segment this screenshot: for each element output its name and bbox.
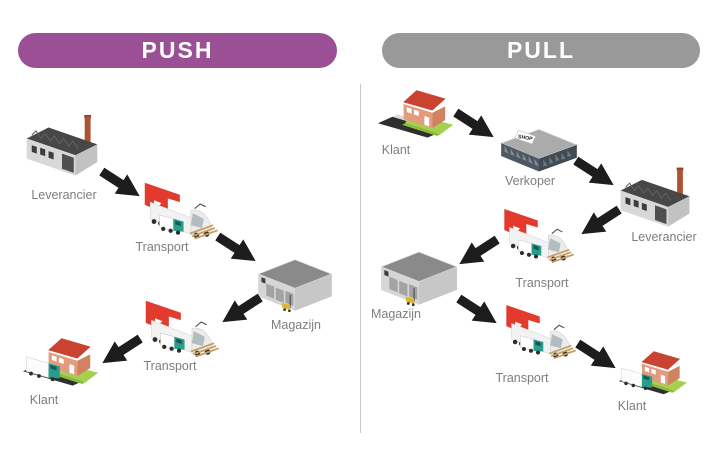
pull-header: PULL: [382, 33, 700, 68]
truck-icon: [494, 302, 582, 360]
shop-icon: SHOP: [500, 128, 578, 172]
house-icon: [376, 80, 460, 144]
warehouse-icon: [254, 250, 336, 314]
pull-verkoper-node: SHOP: [496, 122, 582, 178]
push-magazijn-label: Magazijn: [270, 318, 322, 332]
pull-transport-2-node: [494, 302, 582, 360]
pull-klant-2-label: Klant: [617, 399, 647, 413]
push-transport-1-node: [130, 180, 226, 240]
push-magazijn-node: [254, 250, 336, 314]
factory-icon: [20, 102, 104, 180]
push-transport-2-label: Transport: [143, 359, 197, 373]
push-transport-1-label: Transport: [135, 240, 189, 254]
house-truck-icon: [22, 328, 104, 392]
pull-leverancier-label: Leverancier: [631, 230, 697, 244]
truck-icon: [130, 180, 226, 240]
pull-klant-2-node: [614, 342, 696, 400]
pull-magazijn-label: Magazijn: [370, 307, 422, 321]
push-leverancier-label: Leverancier: [31, 188, 97, 202]
pull-leverancier-node: [614, 156, 696, 230]
house-truck-icon: [614, 342, 696, 400]
push-klant-node: [22, 328, 104, 392]
pull-transport-1-label: Transport: [515, 276, 569, 290]
push-header: PUSH: [18, 33, 337, 68]
truck-icon: [492, 206, 580, 264]
panel-divider: [360, 84, 361, 433]
push-title: PUSH: [141, 37, 214, 63]
shop-sign-text: SHOP: [517, 134, 533, 143]
pull-title: PULL: [506, 37, 576, 63]
pull-transport-1-node: [492, 206, 580, 264]
pull-klant-1-node: [376, 80, 460, 144]
push-klant-label: Klant: [29, 393, 59, 407]
pull-transport-2-label: Transport: [495, 371, 549, 385]
push-leverancier-node: [20, 102, 104, 180]
pull-klant-1-label: Klant: [381, 143, 411, 157]
pull-verkoper-label: Verkoper: [504, 174, 556, 188]
factory-icon: [614, 156, 696, 230]
pull-magazijn-node: [374, 242, 464, 308]
warehouse-icon: [374, 242, 464, 308]
